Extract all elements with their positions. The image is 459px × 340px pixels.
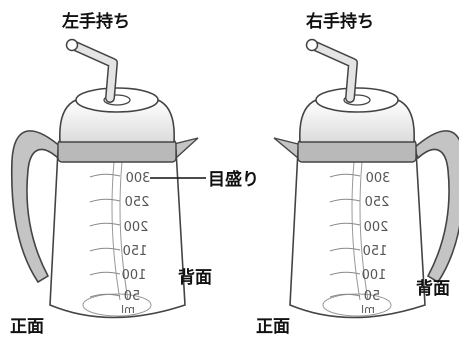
left-title: 左手持ち: [62, 11, 130, 32]
scale-mark: 200: [364, 220, 389, 235]
left-front-label: 正面: [10, 317, 44, 337]
left-scale-marks: 300 250 200 150 100 50 ml: [121, 171, 150, 316]
right-cup: 300 250 200 150 100 50 ml: [273, 40, 459, 319]
right-front-label: 正面: [256, 317, 290, 337]
scale-mark: 300: [366, 171, 391, 186]
left-back-label: 背面: [178, 267, 212, 288]
scale-callout-label: 目盛り: [208, 169, 259, 190]
right-scale-marks: 300 250 200 150 100 50 ml: [361, 171, 390, 316]
scale-mark: 250: [365, 195, 390, 210]
scale-mark: ml: [121, 303, 135, 316]
scale-mark: ml: [361, 303, 375, 316]
scale-mark: 50: [364, 289, 381, 304]
left-cup: 300 250 200 150 100 50 ml: [10, 40, 199, 319]
right-cup-handle: [413, 130, 459, 284]
scale-mark: 50: [124, 289, 141, 304]
scale-mark: 150: [123, 244, 148, 259]
right-back-label: 背面: [416, 278, 450, 299]
scale-mark: 100: [122, 268, 147, 283]
scale-mark: 150: [363, 244, 388, 259]
scale-mark: 100: [362, 268, 387, 283]
right-title: 右手持ち: [306, 11, 374, 32]
scale-mark: 300: [126, 171, 151, 186]
scale-mark: 250: [125, 195, 150, 210]
left-cup-handle: [10, 130, 63, 284]
scale-mark: 200: [124, 220, 149, 235]
